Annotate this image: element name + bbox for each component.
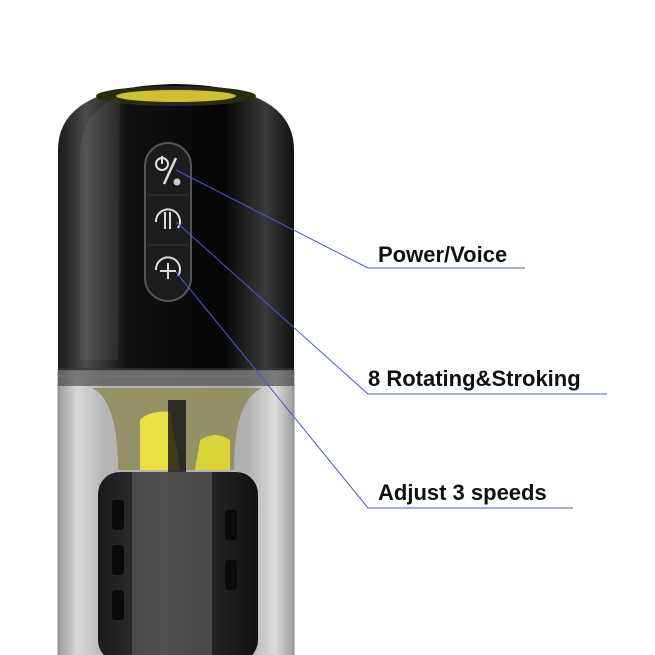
callout-lines xyxy=(175,169,607,509)
callout-power-voice: Power/Voice xyxy=(378,242,508,267)
callout-adjust-speeds: Adjust 3 speeds xyxy=(378,480,547,505)
callout-rotating-stroking: 8 Rotating&Stroking xyxy=(368,366,581,391)
rotate-stroke-icon[interactable] xyxy=(154,208,181,229)
power-voice-icon[interactable] xyxy=(155,156,181,186)
plus-speed-icon[interactable] xyxy=(154,256,181,279)
